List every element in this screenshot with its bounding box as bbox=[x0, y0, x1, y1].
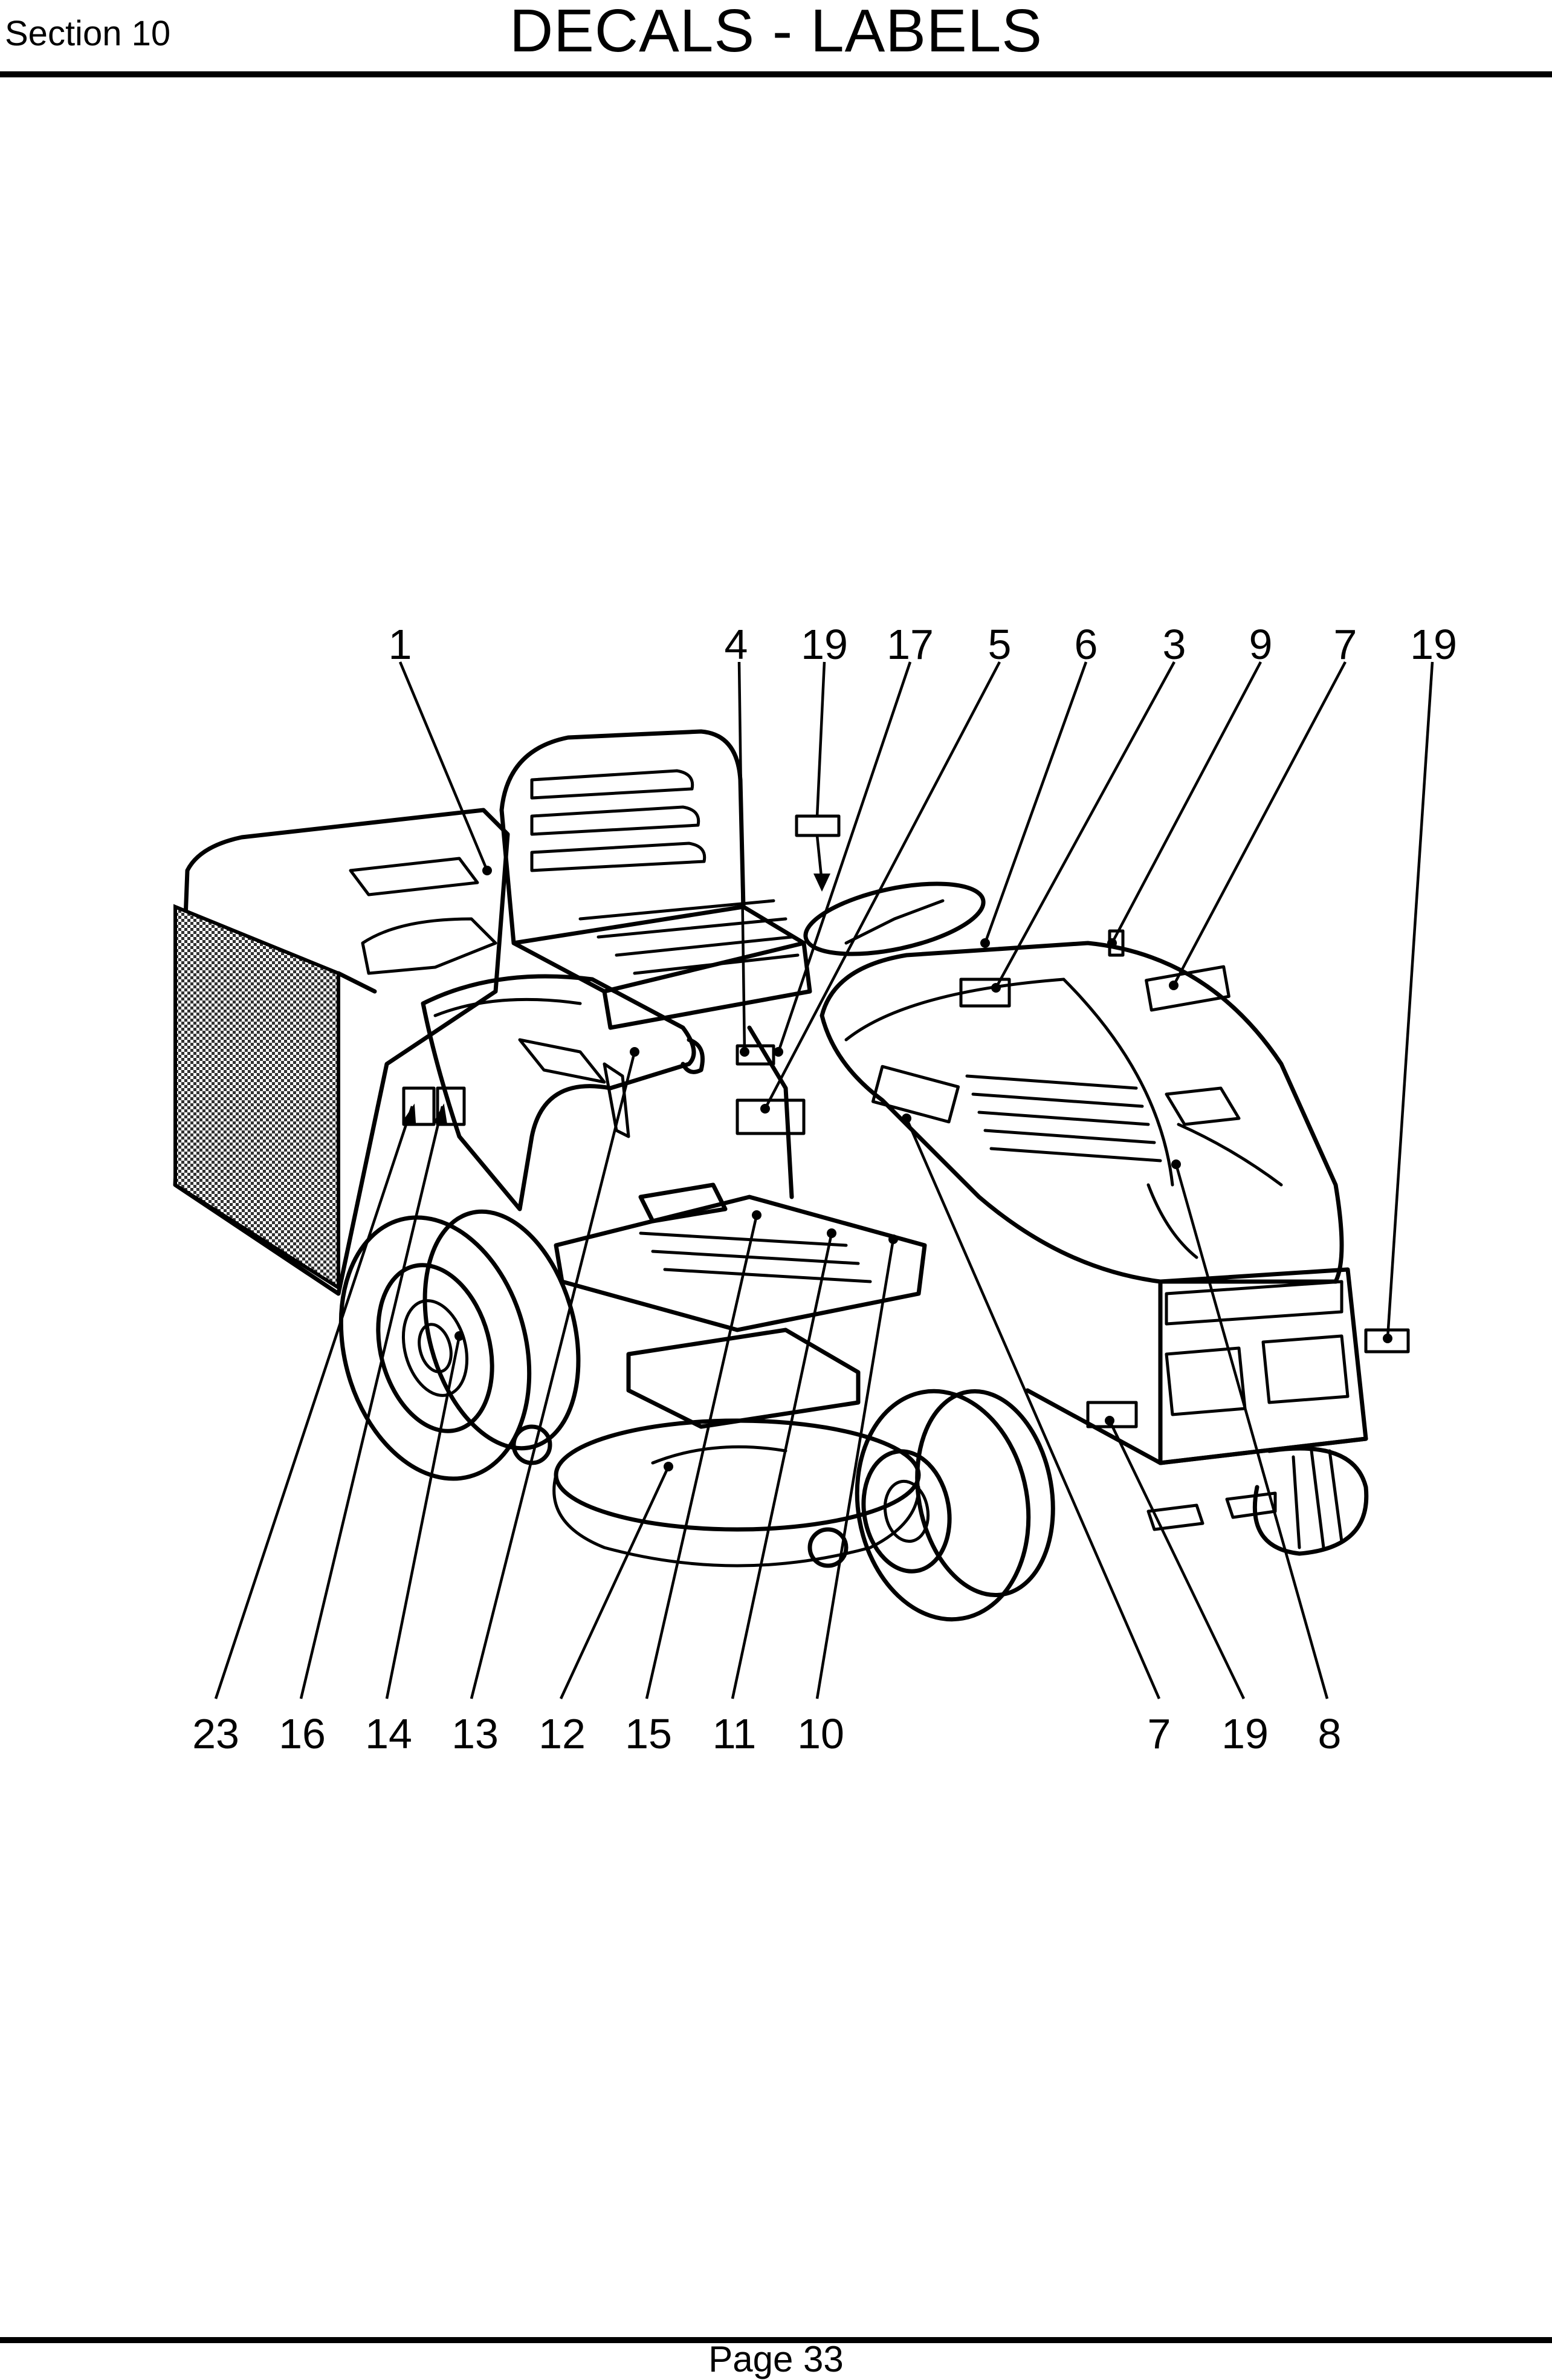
header-rule bbox=[0, 71, 1552, 77]
callout-19: 19 bbox=[801, 621, 848, 668]
grass-collector bbox=[173, 808, 510, 1296]
callout-4: 4 bbox=[725, 621, 748, 668]
callout-8: 8 bbox=[1318, 1710, 1342, 1757]
mower-deck bbox=[511, 1328, 921, 1568]
callout-5: 5 bbox=[988, 621, 1012, 668]
callout-7: 7 bbox=[1334, 621, 1357, 668]
callout-12: 12 bbox=[538, 1710, 586, 1757]
callout-16: 16 bbox=[279, 1710, 326, 1757]
callout-23: 23 bbox=[192, 1710, 239, 1757]
page-number: Page 33 bbox=[708, 2339, 844, 2379]
callout-11: 11 bbox=[713, 1710, 757, 1757]
footer-rule bbox=[0, 2337, 1552, 2343]
seat bbox=[499, 729, 812, 1030]
callout-14: 14 bbox=[365, 1710, 412, 1757]
leader-dots bbox=[402, 866, 1392, 1471]
leader-lines bbox=[214, 661, 1434, 1699]
top-callouts: 1 4 19 17 5 6 3 9 7 19 bbox=[389, 621, 1457, 668]
callout-9: 9 bbox=[1249, 621, 1273, 668]
rear-wheel bbox=[338, 1209, 581, 1481]
steering-wheel bbox=[803, 881, 986, 956]
bottom-callouts: 23 16 14 13 12 15 11 10 7 19 8 bbox=[192, 1710, 1341, 1757]
section-label: Section 10 bbox=[5, 14, 171, 53]
callout-7: 7 bbox=[1148, 1710, 1171, 1757]
callout-13: 13 bbox=[451, 1710, 499, 1757]
callout-15: 15 bbox=[625, 1710, 672, 1757]
callout-6: 6 bbox=[1075, 621, 1098, 668]
callout-17: 17 bbox=[887, 621, 934, 668]
callout-19: 19 bbox=[1410, 621, 1457, 668]
front-right-wheel bbox=[1146, 1446, 1369, 1556]
callout-1: 1 bbox=[389, 621, 412, 668]
callout-10: 10 bbox=[797, 1710, 844, 1757]
callout-3: 3 bbox=[1163, 621, 1186, 668]
page-title: DECALS - LABELS bbox=[509, 0, 1043, 65]
hood bbox=[820, 941, 1368, 1465]
tractor-illustration bbox=[173, 729, 1410, 1622]
front-wheel bbox=[855, 1389, 1055, 1622]
callout-19: 19 bbox=[1221, 1710, 1269, 1757]
